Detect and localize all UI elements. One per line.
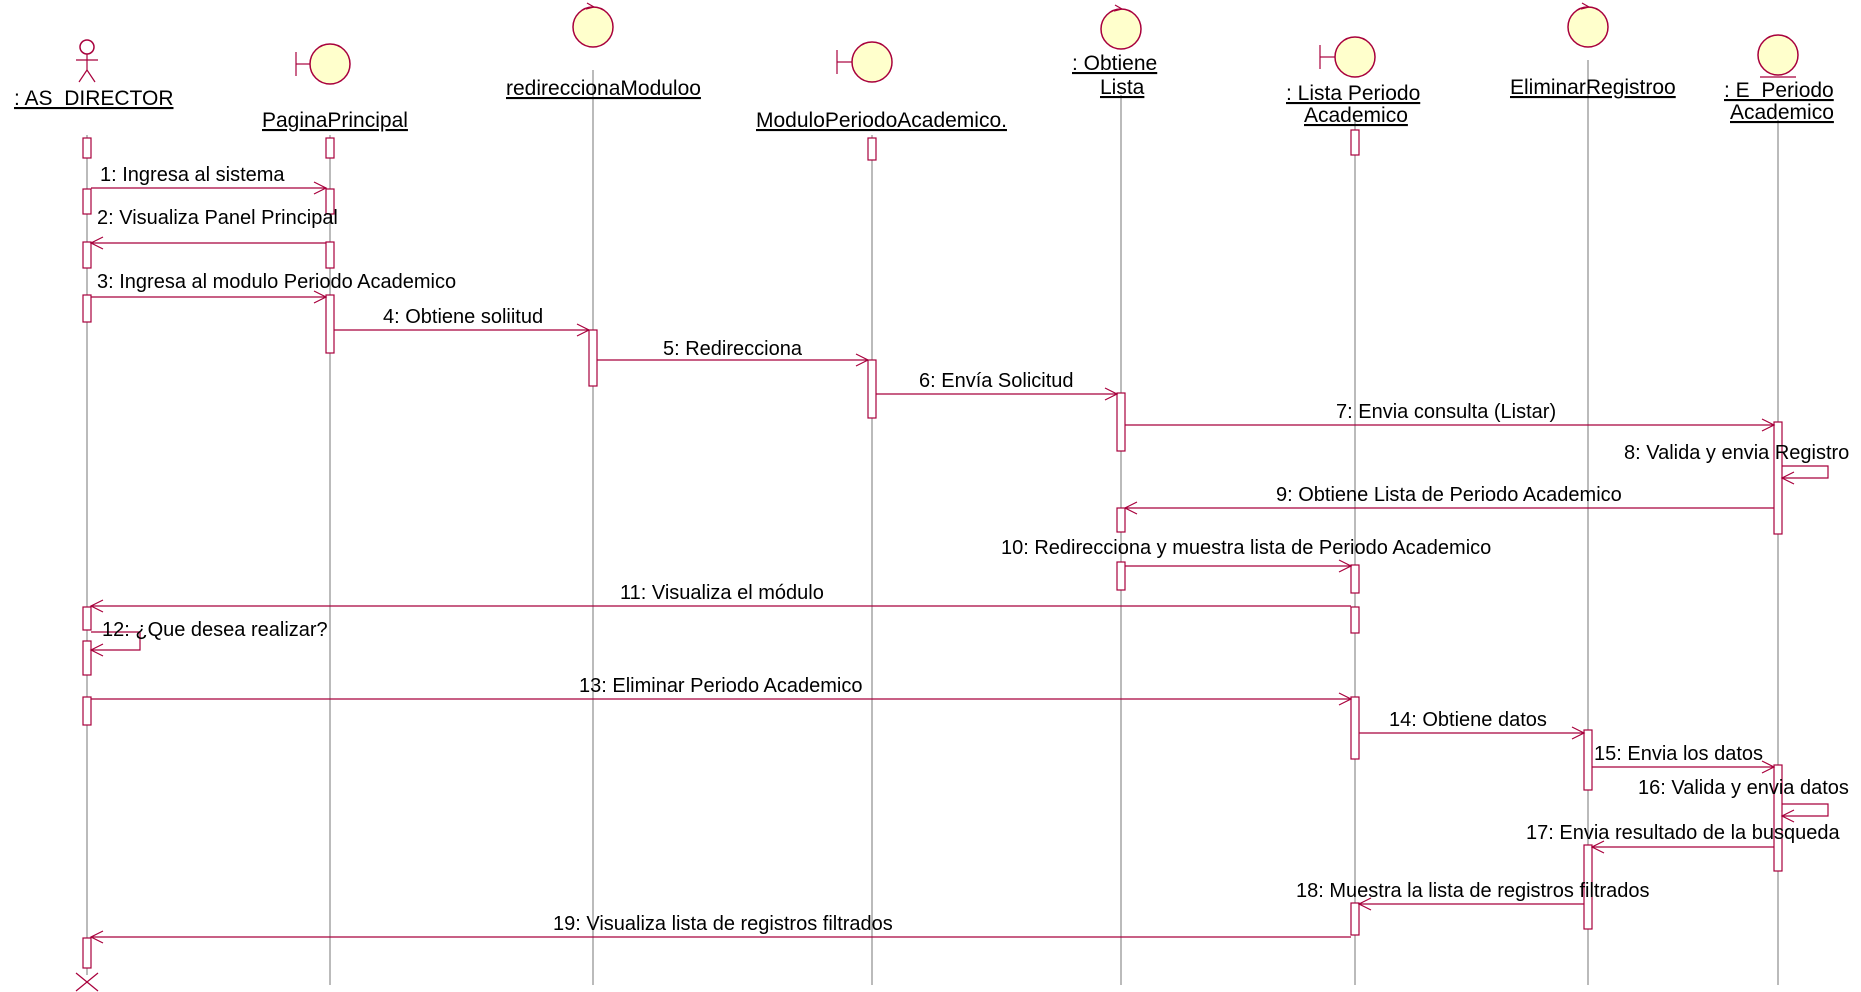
message-label-9: 9: Obtiene Lista de Periodo Academico <box>1276 484 1622 506</box>
object-label-pagina-principal: PaginaPrincipal <box>262 109 408 132</box>
activation <box>1350 606 1360 634</box>
message-label-3: 3: Ingresa al modulo Periodo Academico <box>97 271 456 293</box>
arrowhead <box>1780 471 1795 485</box>
message-label-8: 8: Valida y envia Registro <box>1624 442 1849 464</box>
activation <box>1350 902 1360 936</box>
arrowhead <box>1571 726 1586 740</box>
activation <box>1583 729 1593 791</box>
message-label-17: 17: Envia resultado de la busqueda <box>1526 822 1840 844</box>
actor-figure <box>76 39 98 83</box>
message-label-7: 7: Envia consulta (Listar) <box>1336 401 1556 423</box>
arrowhead <box>89 643 104 657</box>
activation <box>867 359 877 419</box>
control-icon <box>1567 2 1609 48</box>
message-label-11: 11: Visualiza el módulo <box>620 582 824 604</box>
arrowhead <box>313 290 328 304</box>
activation <box>82 640 92 676</box>
activation <box>1350 129 1360 156</box>
activation <box>325 241 335 269</box>
object-label-obtiene-lista-line2: Lista <box>1100 76 1145 99</box>
message-label-14: 14: Obtiene datos <box>1389 709 1547 731</box>
entity-icon <box>1757 34 1799 78</box>
object-label-obtiene-lista-line1: : Obtiene <box>1072 52 1157 75</box>
message-arrow-16 <box>1782 803 1829 817</box>
arrowhead <box>1590 840 1605 854</box>
message-label-10: 10: Redirecciona y muestra lista de Peri… <box>1001 537 1491 559</box>
object-label-e-periodo-line1: : E_Periodo <box>1724 79 1834 102</box>
activation <box>1350 696 1360 760</box>
message-label-18: 18: Muestra la lista de registros filtra… <box>1296 880 1650 902</box>
boundary-icon <box>1319 36 1376 78</box>
arrowhead <box>313 181 328 195</box>
control-icon <box>1100 4 1142 50</box>
actor-head-icon <box>79 39 95 55</box>
arrowhead <box>1761 418 1776 432</box>
message-label-6: 6: Envía Solicitud <box>919 370 1074 392</box>
message-label-13: 13: Eliminar Periodo Academico <box>579 675 862 697</box>
message-label-5: 5: Redirecciona <box>663 338 803 360</box>
arrowhead <box>1780 809 1795 823</box>
object-label-lista-periodo-line2: Academico <box>1304 104 1408 127</box>
activation <box>588 329 598 387</box>
message-arrow-8 <box>1782 465 1829 479</box>
activation <box>82 188 92 215</box>
message-label-12: 12: ¿Que desea realizar? <box>102 619 328 641</box>
object-label-eliminar-registro: EliminarRegistroo <box>1510 76 1676 99</box>
activation <box>82 241 92 269</box>
arrowhead <box>89 930 104 944</box>
message-arrows <box>89 181 1829 944</box>
object-label-as-director: : AS_DIRECTOR <box>14 87 174 110</box>
boundary-icon <box>836 41 893 83</box>
activation <box>867 137 877 161</box>
activation <box>325 137 335 159</box>
activation <box>1116 561 1126 591</box>
activation <box>1116 507 1126 533</box>
message-label-19: 19: Visualiza lista de registros filtrad… <box>553 913 893 935</box>
activation <box>82 937 92 969</box>
arrowhead <box>1761 760 1776 774</box>
activation <box>1350 564 1360 594</box>
arrowhead <box>1338 692 1353 706</box>
arrowhead <box>1357 897 1372 911</box>
control-icon <box>572 2 614 48</box>
arrowhead <box>89 599 104 613</box>
activation <box>1773 764 1783 872</box>
activation <box>82 137 92 159</box>
message-label-2: 2: Visualiza Panel Principal <box>97 207 338 229</box>
object-label-redirecciona-modulo: redireccionaModuloo <box>506 77 701 100</box>
lifelines <box>86 60 1779 985</box>
boundary-icon <box>295 43 351 85</box>
object-labels: : AS_DIRECTOR PaginaPrincipal redireccio… <box>14 52 1834 132</box>
activation <box>1583 844 1593 930</box>
arrowhead <box>1104 387 1119 401</box>
object-label-modulo-periodo-academico: ModuloPeriodoAcademico. <box>756 109 1007 132</box>
message-label-1: 1: Ingresa al sistema <box>100 164 285 186</box>
arrowhead <box>576 323 591 337</box>
arrowhead <box>1338 559 1353 573</box>
message-label-16: 16: Valida y envia datos <box>1638 777 1849 799</box>
activation <box>325 294 335 354</box>
activation <box>325 188 335 215</box>
arrowhead <box>855 353 870 367</box>
object-label-e-periodo-line2: Academico <box>1730 101 1834 124</box>
message-label-4: 4: Obtiene soliitud <box>383 306 543 328</box>
object-label-lista-periodo-line1: : Lista Periodo <box>1286 82 1420 105</box>
message-label-15: 15: Envia los datos <box>1594 743 1763 765</box>
activation <box>82 696 92 726</box>
message-labels: 1: Ingresa al sistema 2: Visualiza Panel… <box>97 164 1849 935</box>
destruction-mark-icon <box>75 972 99 992</box>
arrowhead <box>89 236 104 250</box>
activation <box>82 606 92 631</box>
activation <box>1116 392 1126 452</box>
arrowhead <box>1123 501 1138 515</box>
activations <box>82 129 1783 969</box>
activation <box>82 294 92 323</box>
message-arrow-12 <box>91 631 141 651</box>
